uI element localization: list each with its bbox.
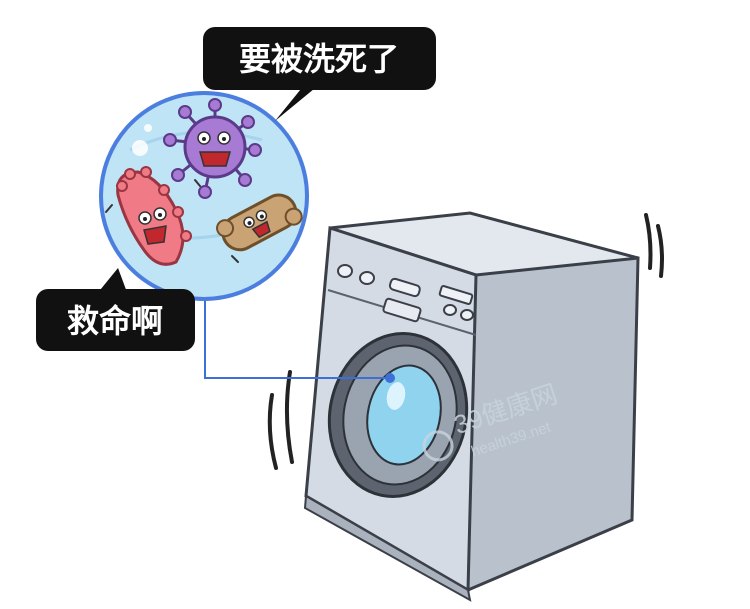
bacteria-brown-icon bbox=[216, 193, 303, 252]
speech-bubble-top: 要被洗死了 bbox=[203, 27, 436, 121]
zoom-connector-dot bbox=[385, 373, 395, 383]
glass-highlight bbox=[386, 382, 406, 410]
bacteria-icon bbox=[116, 166, 192, 266]
speech-bubble-left-text: 救命啊 bbox=[67, 302, 163, 340]
speech-bubble-top-tail bbox=[275, 84, 320, 121]
detergent-drawer[interactable] bbox=[382, 297, 422, 323]
speech-bubble-top-text: 要被洗死了 bbox=[239, 40, 399, 78]
speech-bubble-top-box bbox=[203, 27, 436, 90]
washer-base bbox=[303, 494, 472, 602]
button-1[interactable] bbox=[443, 304, 457, 316]
speech-bubble-left-box bbox=[36, 289, 195, 351]
display-panel bbox=[438, 285, 474, 305]
bubble-2 bbox=[144, 124, 152, 132]
zoom-connector-line bbox=[204, 298, 390, 379]
zoom-circle bbox=[99, 91, 309, 301]
door-glass bbox=[366, 364, 442, 466]
shake-mark-left-2 bbox=[284, 370, 294, 464]
shake-mark-right-1 bbox=[644, 213, 653, 270]
button-2[interactable] bbox=[460, 309, 474, 321]
display-slot bbox=[388, 277, 421, 298]
washing-machine-icon bbox=[267, 211, 664, 602]
watermark-logo-icon bbox=[422, 430, 454, 462]
knob-1[interactable] bbox=[337, 264, 353, 278]
shake-mark-left-1 bbox=[267, 393, 278, 470]
shake-mark-right-2 bbox=[656, 224, 664, 278]
knob-2[interactable] bbox=[359, 271, 375, 285]
speech-bubble-left: 救命啊 bbox=[36, 268, 195, 351]
virus-icon bbox=[163, 98, 262, 199]
speech-bubble-left-tail bbox=[96, 268, 128, 295]
bubble-1 bbox=[132, 140, 148, 156]
